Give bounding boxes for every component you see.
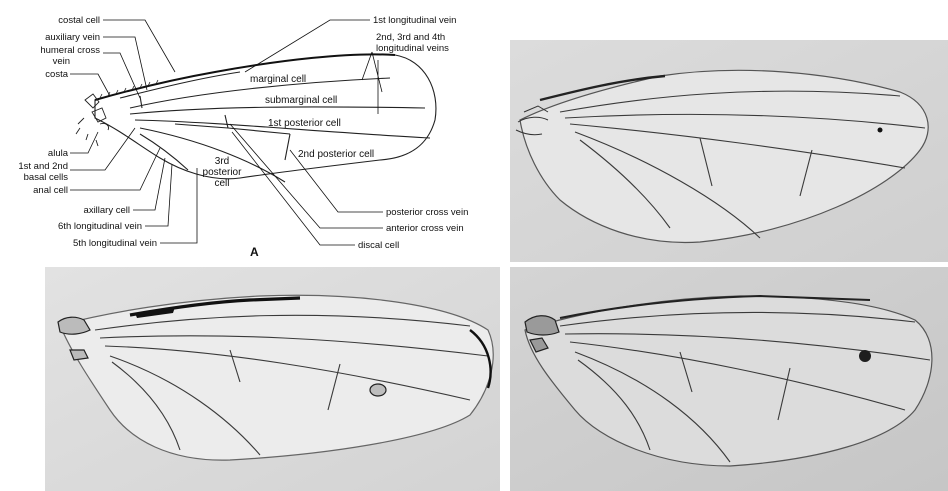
label-third-posterior-1: 3rd	[215, 156, 229, 167]
panel-a-diagram: costal cell auxiliary vein humeral cross…	[18, 15, 468, 259]
arrow-2-4-veins	[362, 52, 382, 114]
panel-c-spot	[370, 384, 386, 396]
label-costal-cell: costal cell	[58, 15, 100, 26]
label-alula: alula	[48, 148, 69, 159]
label-costa: costa	[45, 69, 68, 80]
label-discal-cell: discal cell	[358, 240, 399, 251]
label-veins-234-1: 2nd, 3rd and 4th	[376, 32, 445, 43]
label-auxiliary-vein: auxiliary vein	[45, 32, 100, 43]
panel-b-photo	[510, 40, 948, 262]
label-veins-234-2: longitudinal veins	[376, 43, 449, 54]
panel-b-spot	[878, 128, 883, 133]
label-posterior-cross-vein: posterior cross vein	[386, 207, 468, 218]
label-basal-cells-2: basal cells	[24, 172, 69, 183]
label-humeral-cross-vein-1: humeral cross	[40, 45, 100, 56]
label-axillary-cell: axillary cell	[84, 205, 130, 216]
label-third-posterior-3: cell	[214, 178, 229, 189]
anterior-cross-vein	[225, 115, 228, 128]
panel-d-spot	[859, 350, 871, 362]
label-third-posterior-2: posterior	[203, 167, 243, 178]
label-second-posterior-cell: 2nd posterior cell	[298, 149, 374, 160]
wing-base	[76, 94, 109, 146]
posterior-cross-vein	[285, 134, 290, 160]
vein-3	[130, 107, 425, 114]
label-first-vein: 1st longitudinal vein	[373, 15, 456, 26]
label-fifth-vein: 5th longitudinal vein	[73, 238, 157, 249]
label-anal-cell: anal cell	[33, 185, 68, 196]
panel-c-photo	[45, 267, 500, 491]
label-marginal-cell: marginal cell	[250, 74, 306, 85]
panel-d-photo	[510, 267, 948, 491]
panel-letter-a: A	[250, 245, 259, 259]
label-humeral-cross-vein-2: vein	[53, 56, 70, 67]
label-submarginal-cell: submarginal cell	[265, 95, 337, 106]
label-basal-cells-1: 1st and 2nd	[18, 161, 68, 172]
label-anterior-cross-vein: anterior cross vein	[386, 223, 464, 234]
label-sixth-vein: 6th longitudinal vein	[58, 221, 142, 232]
label-first-posterior-cell: 1st posterior cell	[268, 118, 341, 129]
